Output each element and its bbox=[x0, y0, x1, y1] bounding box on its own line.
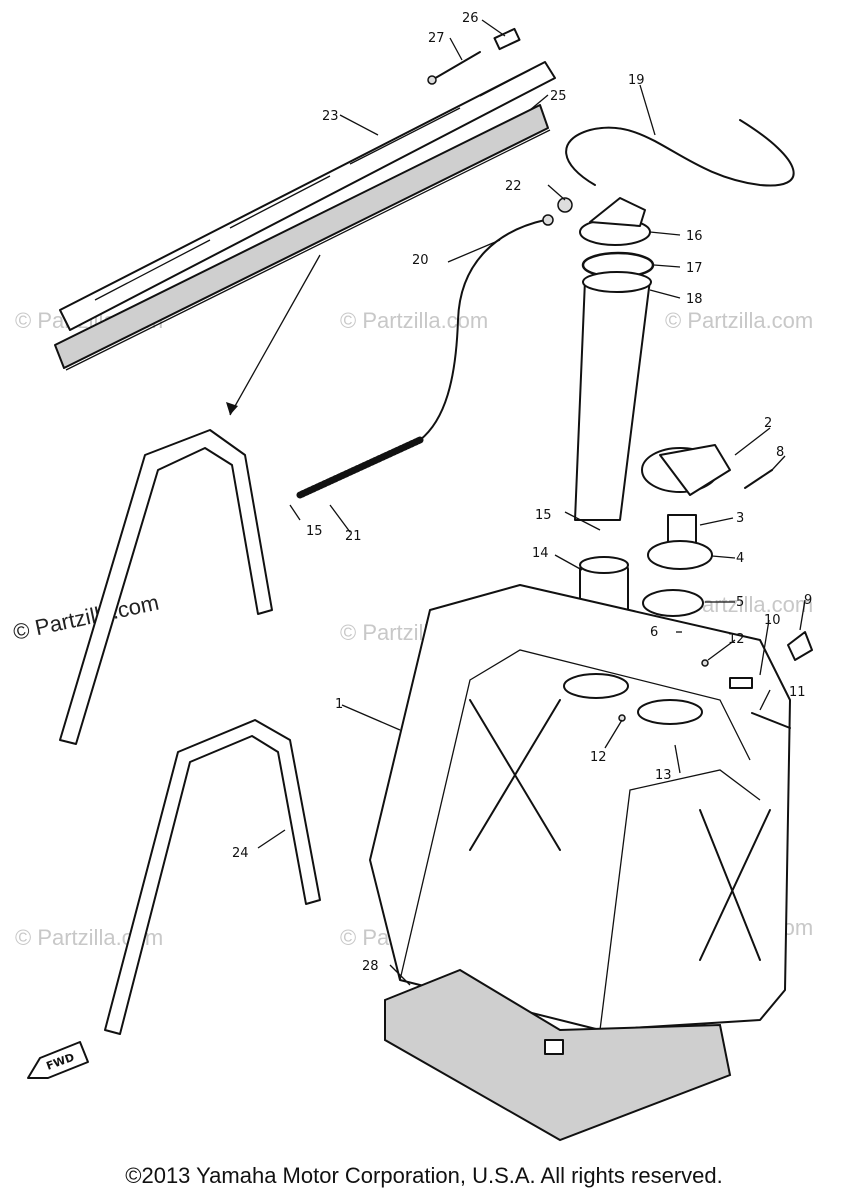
callout-20: 20 bbox=[412, 253, 429, 268]
callout-28: 28 bbox=[362, 959, 379, 974]
callout-22: 22 bbox=[505, 179, 522, 194]
callout-21: 21 bbox=[345, 529, 362, 544]
callout-15b: 15 bbox=[306, 524, 323, 539]
fuel-cap-2 bbox=[641, 444, 731, 496]
callout-12b: 12 bbox=[590, 750, 607, 765]
callout-26: 26 bbox=[462, 11, 479, 26]
fwd-arrow: FWD bbox=[27, 1041, 89, 1079]
pin-11 bbox=[751, 712, 791, 729]
strap-upper bbox=[59, 429, 273, 745]
fuel-tank-1 bbox=[369, 584, 791, 1031]
vent-hose-19 bbox=[565, 119, 795, 187]
callouts: 1 2 3 4 5 6 8 9 10 11 12 12 13 14 15 15 … bbox=[232, 11, 812, 974]
watermark: © Partzilla.com bbox=[11, 590, 161, 645]
callout-24: 24 bbox=[232, 846, 249, 861]
mat-28 bbox=[384, 968, 732, 1142]
callout-23: 23 bbox=[322, 109, 339, 124]
strap-24 bbox=[104, 719, 321, 1035]
fitting-9 bbox=[787, 631, 813, 661]
cap-16 bbox=[579, 197, 651, 246]
parts-diagram: © Partzilla.com © Partzilla.com © Partzi… bbox=[11, 11, 813, 1142]
bolt-27 bbox=[427, 51, 481, 85]
callout-17: 17 bbox=[686, 261, 703, 276]
disc-5 bbox=[642, 589, 704, 617]
callout-12a: 12 bbox=[728, 632, 745, 647]
callout-2: 2 bbox=[764, 416, 772, 431]
assembly-arrow bbox=[229, 254, 321, 416]
washer-12 bbox=[701, 659, 709, 667]
callout-15a: 15 bbox=[535, 508, 552, 523]
callout-16: 16 bbox=[686, 229, 703, 244]
leader-lines bbox=[257, 19, 806, 986]
callout-18: 18 bbox=[686, 292, 703, 307]
top-bracket-23 bbox=[59, 61, 556, 331]
gasket-4 bbox=[647, 540, 713, 570]
callout-3: 3 bbox=[736, 511, 744, 526]
callout-19: 19 bbox=[628, 73, 645, 88]
copyright-notice: ©2013 Yamaha Motor Corporation, U.S.A. A… bbox=[125, 1163, 723, 1188]
callout-25: 25 bbox=[550, 89, 567, 104]
hose-20 bbox=[419, 219, 546, 441]
callout-11: 11 bbox=[789, 685, 806, 700]
top-rail-25 bbox=[54, 104, 551, 371]
clamp-22 bbox=[557, 197, 573, 213]
callout-14: 14 bbox=[532, 546, 549, 561]
hose-21 bbox=[296, 436, 424, 499]
callout-6: 6 bbox=[650, 625, 658, 640]
nut-26 bbox=[493, 27, 521, 51]
callout-5: 5 bbox=[736, 595, 744, 610]
watermark: © Partzilla.com bbox=[665, 308, 813, 333]
callout-1: 1 bbox=[335, 697, 343, 712]
plate-10 bbox=[729, 677, 753, 689]
watermark: © Partzilla.com bbox=[340, 308, 488, 333]
callout-10: 10 bbox=[764, 613, 781, 628]
callout-4: 4 bbox=[736, 551, 744, 566]
callout-27: 27 bbox=[428, 31, 445, 46]
screw-8 bbox=[744, 469, 773, 489]
callout-13: 13 bbox=[655, 768, 672, 783]
callout-8: 8 bbox=[776, 445, 784, 460]
filler-tube-18 bbox=[574, 271, 652, 521]
hose-end bbox=[542, 214, 554, 226]
callout-9: 9 bbox=[804, 593, 812, 608]
